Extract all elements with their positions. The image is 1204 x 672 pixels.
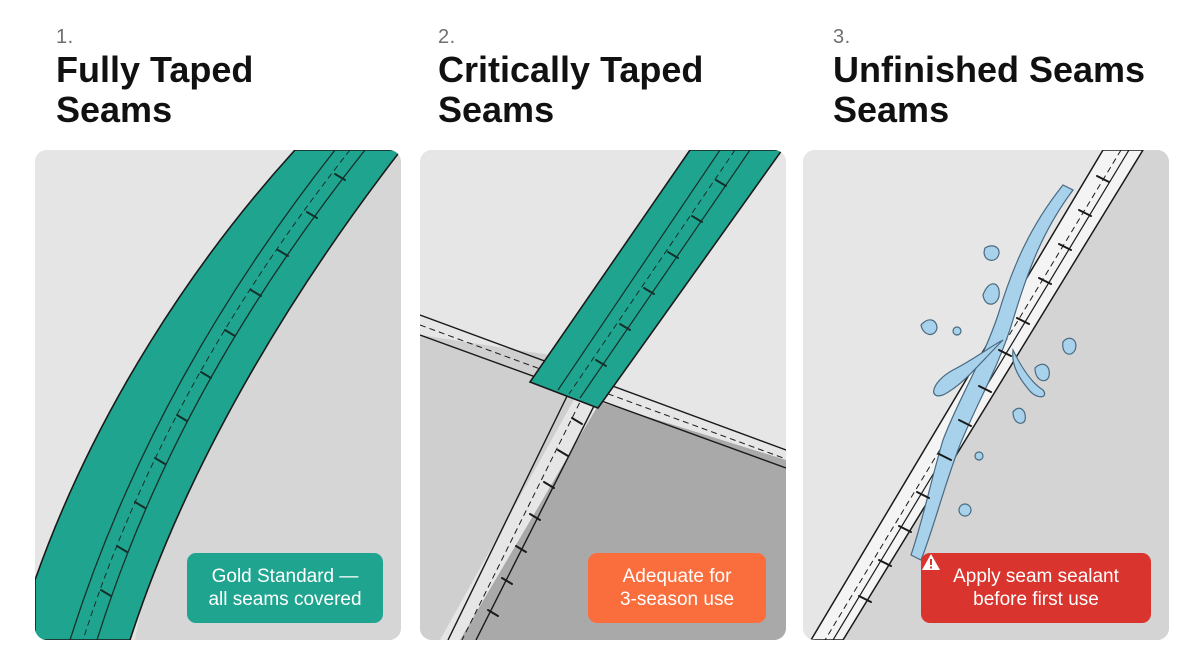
- section-title: Critically Taped Seams: [438, 49, 704, 130]
- step-number: 1.: [56, 26, 74, 48]
- illustration-panel-unfinished: Apply seam sealant before first use: [803, 150, 1169, 640]
- illustration-panel-fully-taped: Gold Standard — all seams covered: [35, 150, 401, 640]
- section-title: Fully Taped Seams: [56, 49, 254, 130]
- warning-icon: [922, 554, 940, 570]
- illustration-panel-critically-taped: Adequate for 3-season use: [420, 150, 786, 640]
- step-number: 2.: [438, 26, 456, 48]
- status-badge-warning: Apply seam sealant before first use: [921, 553, 1151, 623]
- section-title: Unfinished Seams Seams: [833, 49, 1146, 130]
- status-badge-adequate: Adequate for 3-season use: [588, 553, 766, 623]
- status-badge-gold-standard: Gold Standard — all seams covered: [187, 553, 383, 623]
- step-number: 3.: [833, 26, 851, 48]
